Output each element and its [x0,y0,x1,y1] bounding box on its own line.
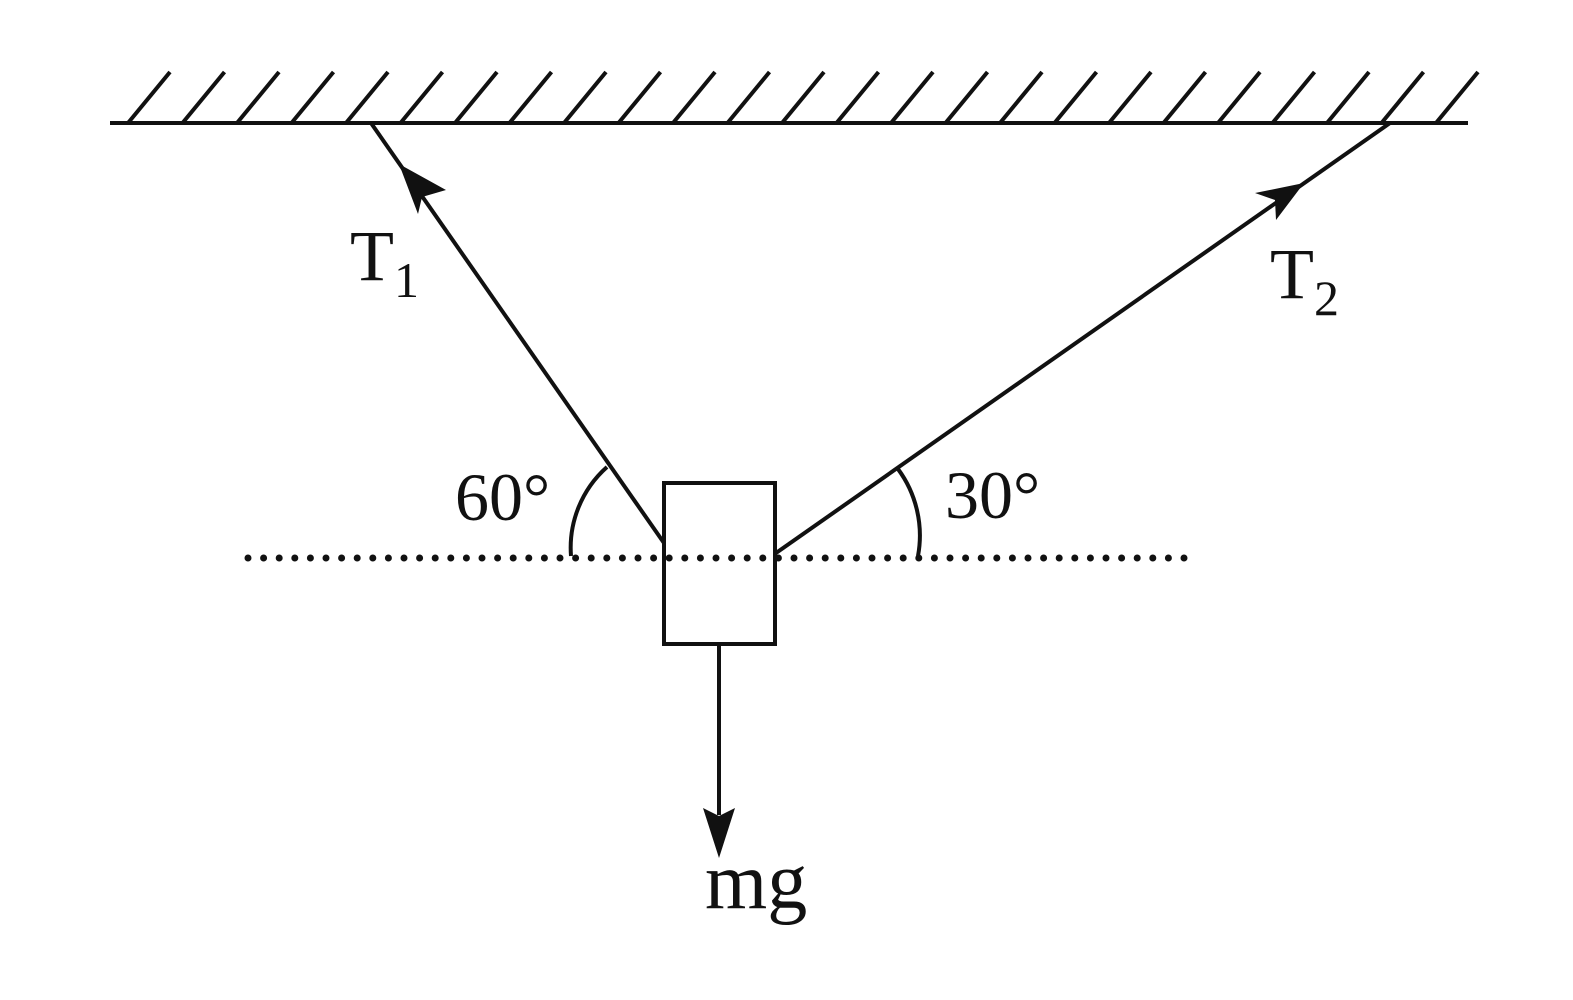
hatch-mark [1325,70,1371,125]
hatch-mark [289,70,336,125]
hatch-mark [998,70,1044,125]
hatch-mark [1270,70,1317,125]
hatch-mark [616,70,663,125]
t2-label: T2 [1270,234,1339,326]
hatch-mark [1161,70,1208,125]
ceiling [110,70,1480,125]
weight-arrowhead [703,808,735,858]
angle-arc-left [568,465,609,557]
hatch-mark [1107,70,1153,125]
angle-label-left: 60° [455,459,550,535]
hatch-mark [889,70,935,125]
hanging-block [662,481,777,646]
hatch-mark [1434,70,1480,125]
angle-label-right: 30° [945,457,1040,533]
hatch-mark [834,70,881,125]
hatch-mark [126,70,172,125]
hatch-mark [780,70,826,125]
hatch-mark [562,70,608,125]
hatch-mark [1216,70,1262,125]
hatch-mark [180,70,227,125]
hatch-mark [235,70,281,125]
ceiling-hatching [126,70,1480,125]
angle-arc-right [896,467,922,557]
t2-arrowhead [1255,183,1304,220]
t1-label: T1 [350,216,419,308]
hatch-mark [453,70,499,125]
hatch-mark [507,70,554,125]
weight-label: mg [705,838,807,926]
hatch-mark [1052,70,1099,125]
hatch-mark [344,70,390,125]
hatch-mark [943,70,990,125]
t1-arrowhead [399,164,446,214]
hatch-mark [1379,70,1426,125]
hatch-mark [671,70,717,125]
hatch-mark [725,70,772,125]
hatch-mark [398,70,445,125]
